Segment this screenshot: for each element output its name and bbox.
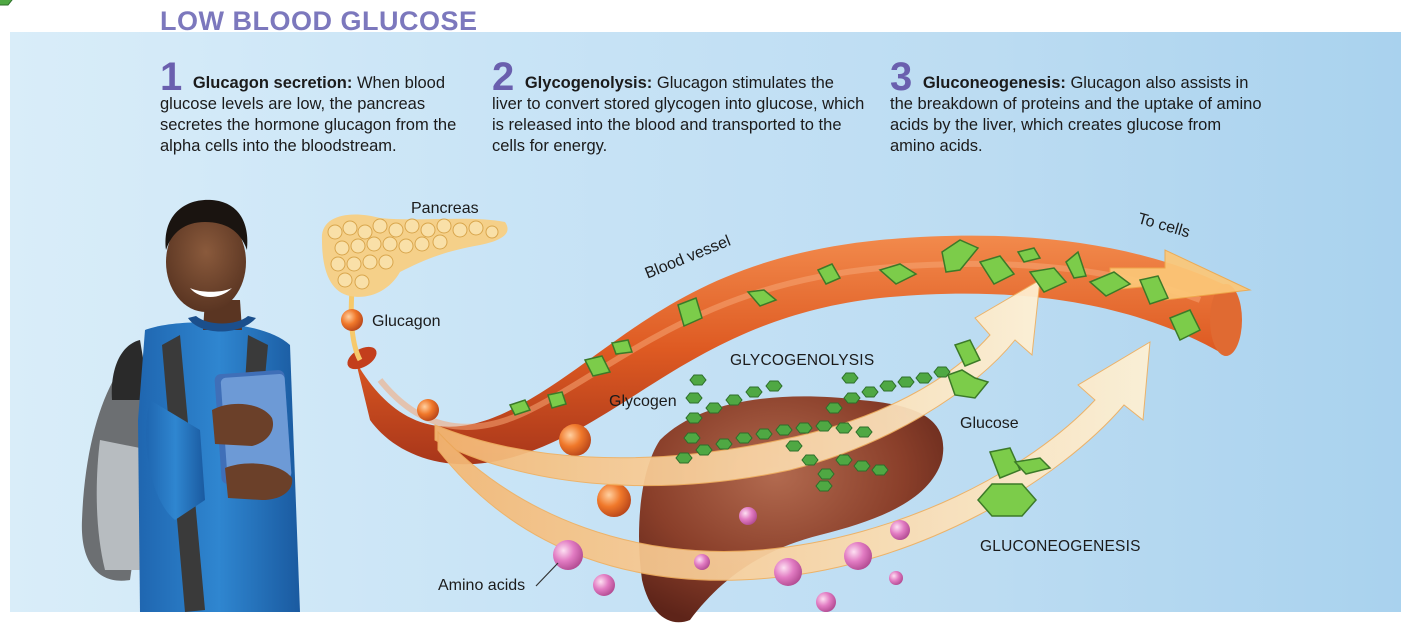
step-3: 3 Gluconeogenesis: Glucagon also assists… bbox=[890, 57, 1265, 157]
page-title: LOW BLOOD GLUCOSE bbox=[160, 6, 478, 36]
step-2: 2 Glycogenolysis: Glucagon stimulates th… bbox=[492, 57, 867, 157]
glucagon-label: Glucagon bbox=[372, 313, 441, 330]
amino-acids-label: Amino acids bbox=[438, 577, 526, 594]
step-1: 1 Glucagon secretion: When blood glucose… bbox=[160, 57, 460, 157]
step-2-text: Glucagon stimulates the liver to convert… bbox=[492, 74, 865, 155]
step-1-heading: Glucagon secretion: bbox=[192, 74, 353, 92]
glycogenolysis-label: GLYCOGENOLYSIS bbox=[730, 352, 875, 369]
step-2-number: 2 bbox=[492, 55, 515, 99]
gluconeogenesis-label: GLUCONEOGENESIS bbox=[980, 538, 1141, 555]
student-illustration bbox=[81, 199, 300, 612]
amino-acid-molecules bbox=[553, 507, 910, 612]
step-1-text: When blood glucose levels are low, the p… bbox=[160, 74, 457, 155]
step-2-heading: Glycogenolysis: bbox=[524, 74, 653, 92]
amino-acids-leader-line bbox=[535, 562, 559, 587]
glucose-molecules bbox=[508, 239, 1202, 517]
step-3-text: Glucagon also assists in the breakdown o… bbox=[890, 74, 1262, 155]
glycogen-label: Glycogen bbox=[609, 393, 677, 410]
glucagon-molecules bbox=[341, 309, 631, 517]
pancreas-label: Pancreas bbox=[411, 200, 479, 217]
glycogen-chains bbox=[0, 0, 951, 492]
step-1-number: 1 bbox=[160, 55, 183, 99]
pathway-arrows bbox=[434, 249, 1252, 581]
pancreas-illustration bbox=[321, 214, 508, 297]
step-3-number: 3 bbox=[890, 55, 913, 99]
glucose-label: Glucose bbox=[960, 415, 1019, 432]
step-3-heading: Gluconeogenesis: bbox=[922, 74, 1066, 92]
